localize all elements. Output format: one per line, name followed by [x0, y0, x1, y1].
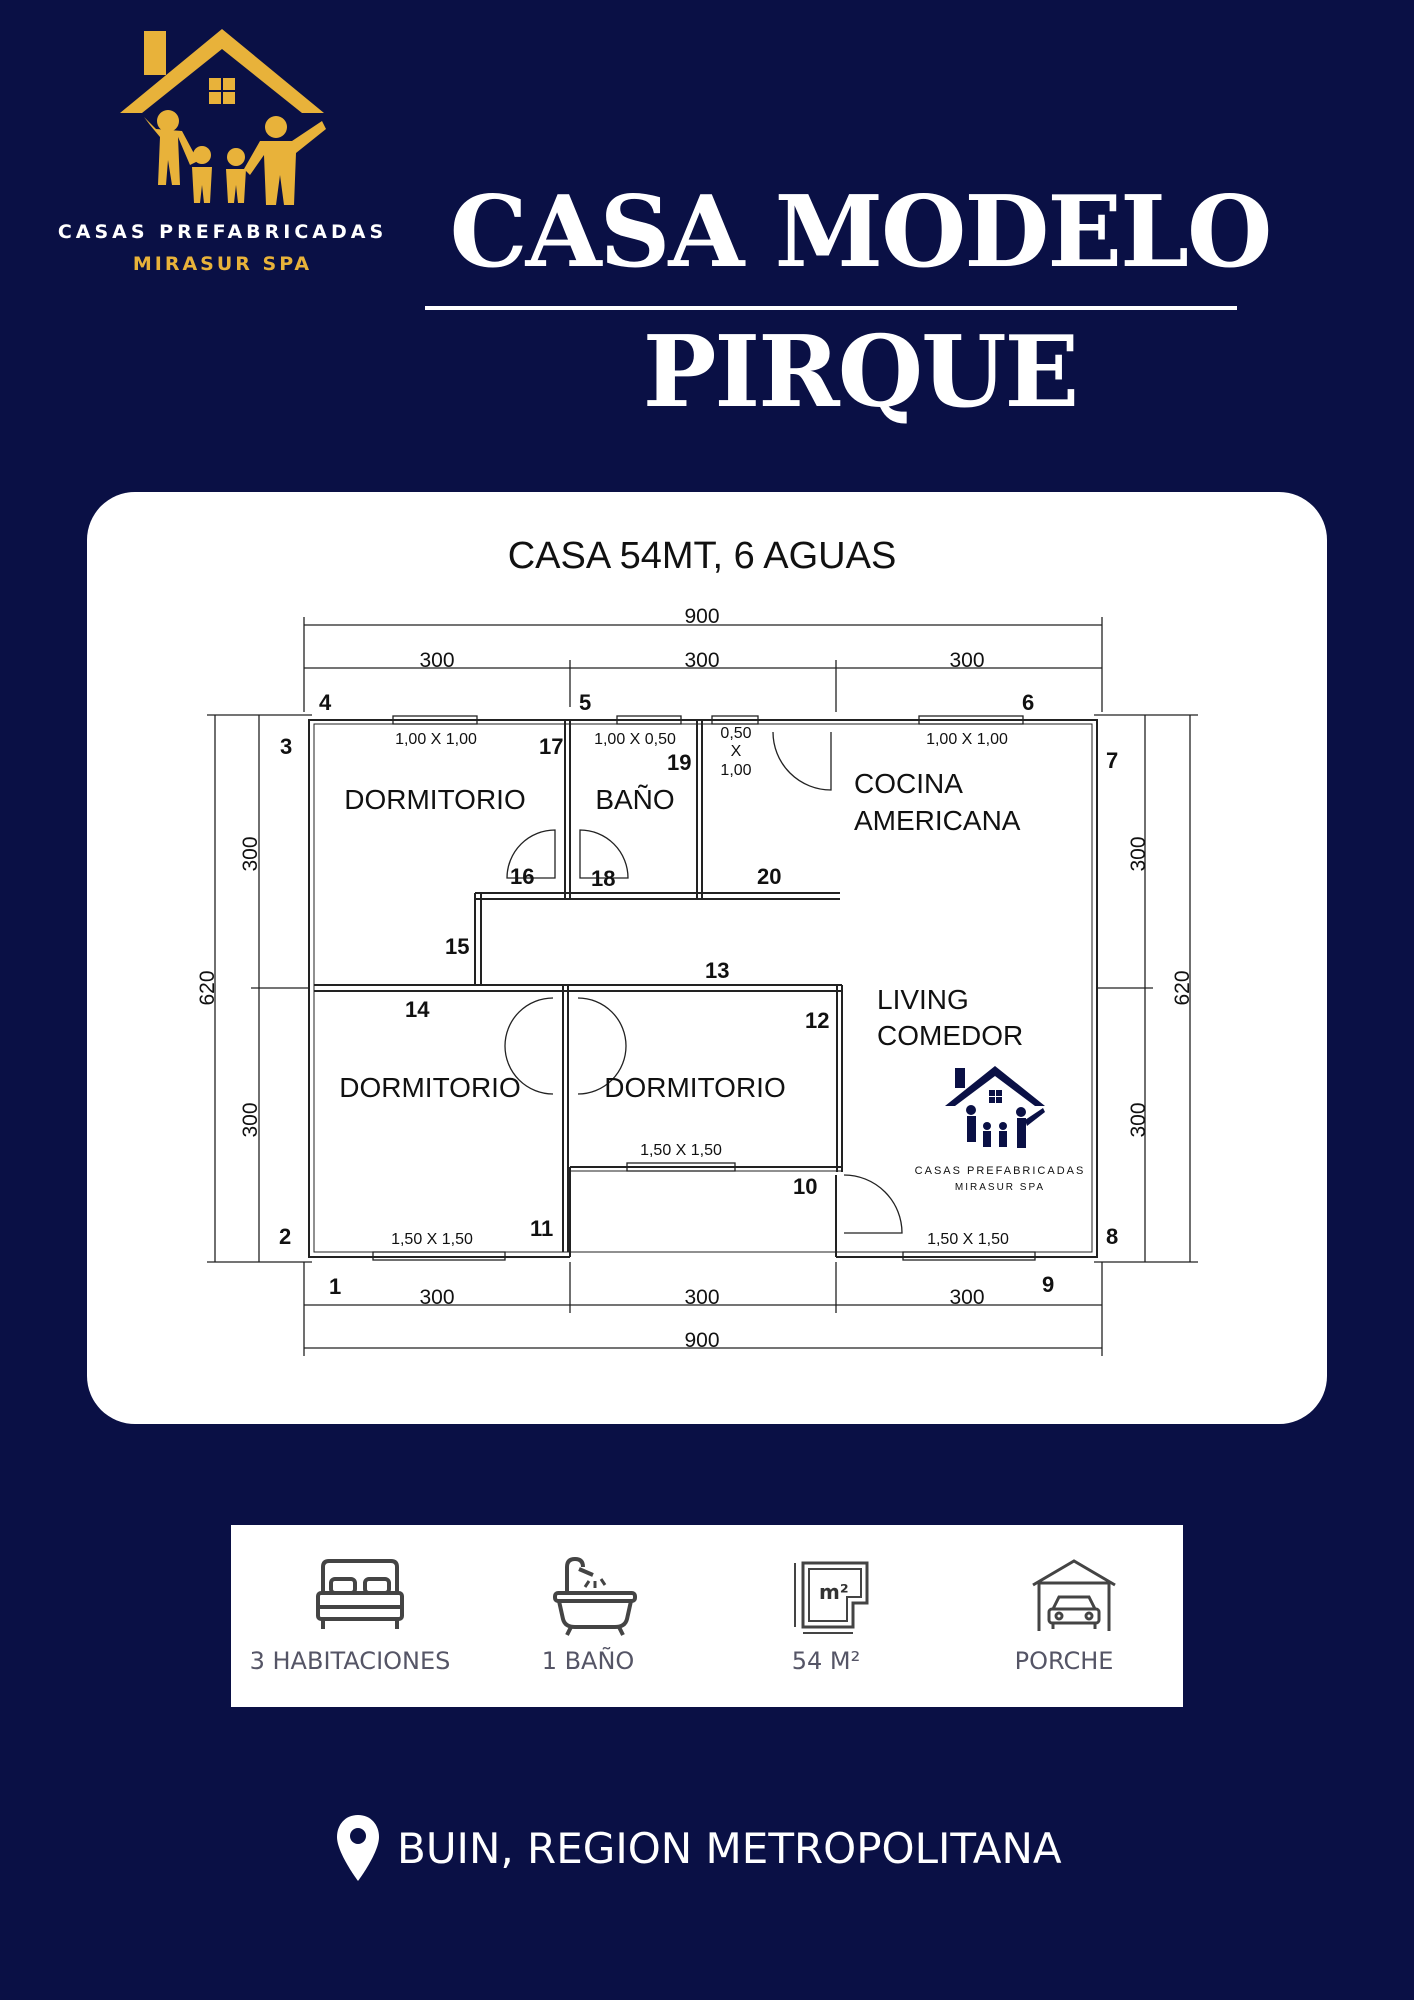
feature-area: m² 54 M² — [707, 1525, 945, 1707]
room-dormitorio-3: DORMITORIO — [604, 1072, 785, 1103]
dim-bottom-3: 300 — [949, 1286, 984, 1309]
dim-left-total: 620 — [196, 970, 219, 1005]
point-6: 6 — [1022, 690, 1034, 715]
room-dormitorio-1: DORMITORIO — [344, 784, 525, 815]
dim-right-total: 620 — [1171, 970, 1194, 1005]
bathtub-icon — [553, 1557, 637, 1636]
point-15: 15 — [445, 934, 469, 959]
point-13: 13 — [705, 958, 729, 983]
location-text: BUIN, REGION METROPOLITANA — [397, 1823, 1062, 1873]
brand-logo: CASAS PREFABRICADAS MIRASUR SPA — [45, 25, 400, 285]
brand-name: CASAS PREFABRICADAS — [57, 221, 388, 243]
point-4: 4 — [319, 690, 332, 715]
room-bano: BAÑO — [595, 784, 674, 815]
window-label-living: 1,50 X 1,50 — [927, 1231, 1009, 1248]
point-8: 8 — [1106, 1224, 1118, 1249]
window-label-cocina: 1,00 X 1,00 — [926, 731, 1008, 748]
bed-icon — [316, 1559, 404, 1629]
area-icon: m² — [794, 1561, 869, 1634]
dim-top-1: 300 — [419, 649, 454, 672]
feature-porch: PORCHE — [945, 1525, 1183, 1707]
watermark-logo-icon — [945, 1066, 1045, 1148]
watermark-line1: CASAS PREFABRICADAS — [915, 1165, 1086, 1177]
room-cocina-line1: COCINA — [854, 768, 963, 799]
point-9: 9 — [1042, 1272, 1054, 1297]
point-14: 14 — [405, 997, 430, 1022]
dim-top-2: 300 — [684, 649, 719, 672]
feature-bathroom: 1 BAÑO — [469, 1525, 707, 1707]
point-12: 12 — [805, 1008, 829, 1033]
page-title: CASA MODELO — [449, 175, 1273, 290]
point-3: 3 — [280, 734, 292, 759]
title-divider — [425, 306, 1237, 310]
point-18: 18 — [591, 866, 615, 891]
window-label-small-a: 0,50 — [720, 725, 751, 742]
window-label-bano: 1,00 X 0,50 — [594, 731, 676, 748]
feature-label-porch: PORCHE — [1014, 1647, 1114, 1675]
window-label-small-b: 1,00 — [720, 762, 751, 779]
dim-right-2: 300 — [1127, 1102, 1150, 1137]
point-11: 11 — [530, 1216, 553, 1241]
feature-label-bedrooms: 3 HABITACIONES — [249, 1647, 451, 1675]
point-16: 16 — [510, 864, 534, 889]
dim-top-3: 300 — [949, 649, 984, 672]
map-pin-icon — [337, 1815, 379, 1881]
plan-heading: CASA 54MT, 6 AGUAS — [508, 535, 897, 577]
window-label-dorm3: 1,50 X 1,50 — [640, 1142, 722, 1159]
garage-icon — [1032, 1559, 1116, 1631]
point-10: 10 — [793, 1174, 817, 1199]
window-label-dorm1: 1,00 X 1,00 — [395, 731, 477, 748]
brand-subname: MIRASUR SPA — [132, 253, 313, 275]
dim-left-2: 300 — [239, 1102, 262, 1137]
dim-top-total: 900 — [684, 605, 719, 628]
point-1: 1 — [329, 1274, 341, 1299]
room-living-line2: COMEDOR — [877, 1020, 1023, 1051]
dim-bottom-1: 300 — [419, 1286, 454, 1309]
point-19: 19 — [667, 750, 691, 775]
feature-label-area: 54 M² — [791, 1647, 861, 1675]
location: BUIN, REGION METROPOLITANA — [335, 1808, 1062, 1888]
window-label-dorm2: 1,50 X 1,50 — [391, 1231, 473, 1248]
watermark-line2: MIRASUR SPA — [955, 1182, 1045, 1193]
page-subtitle: PIRQUE — [642, 315, 1080, 430]
floor-plan-diagram: CASA 54MT, 6 AGUAS — [196, 535, 1198, 1356]
dim-right-1: 300 — [1127, 836, 1150, 871]
room-living-line1: LIVING — [877, 984, 969, 1015]
room-dormitorio-2: DORMITORIO — [339, 1072, 520, 1103]
point-5: 5 — [579, 690, 591, 715]
window-label-small-x: X — [731, 743, 742, 760]
features-bar: 3 HABITACIONES 1 BAÑO m² 54 M² — [231, 1525, 1183, 1707]
floor-plan-card: CASA 54MT, 6 AGUAS — [87, 492, 1327, 1424]
point-17: 17 — [539, 734, 563, 759]
dim-left-1: 300 — [239, 836, 262, 871]
room-cocina-line2: AMERICANA — [854, 805, 1021, 836]
point-7: 7 — [1106, 748, 1118, 773]
house-family-logo-icon — [120, 29, 326, 205]
dim-bottom-total: 900 — [684, 1329, 719, 1352]
dim-bottom-2: 300 — [684, 1286, 719, 1309]
point-20: 20 — [757, 864, 781, 889]
point-2: 2 — [279, 1224, 291, 1249]
feature-label-bathroom: 1 BAÑO — [541, 1647, 635, 1675]
area-icon-text: m² — [819, 1580, 849, 1604]
feature-bedrooms: 3 HABITACIONES — [231, 1525, 469, 1707]
